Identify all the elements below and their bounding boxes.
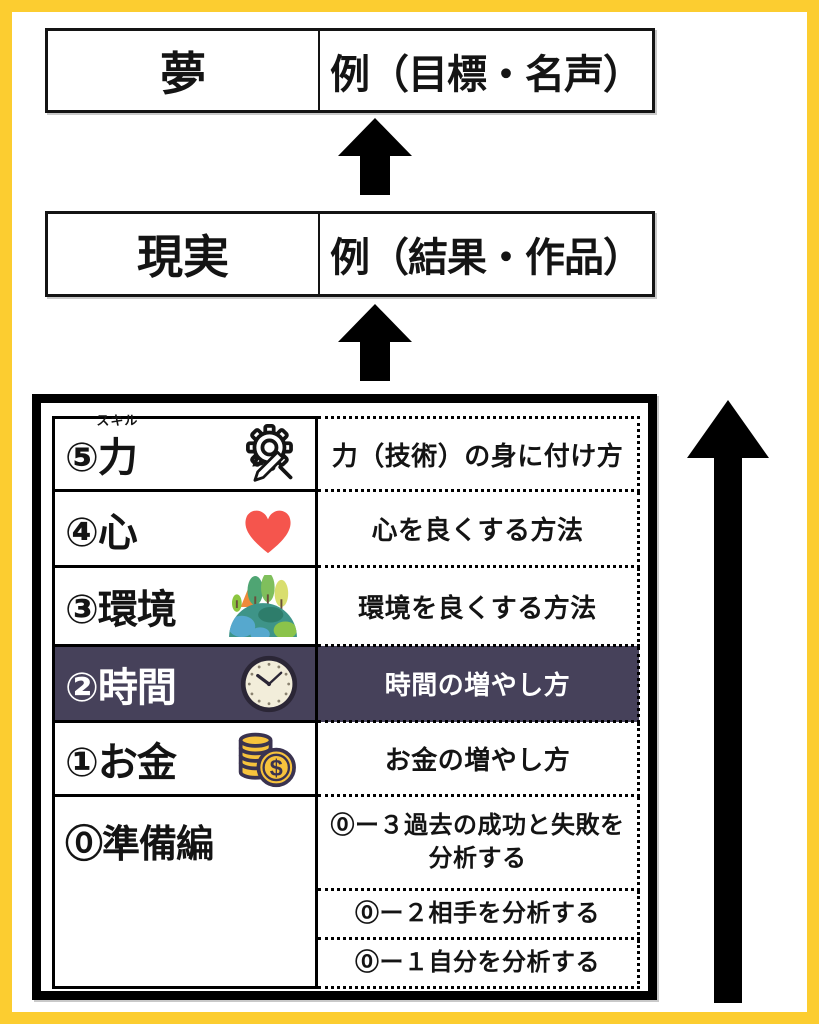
- up-arrow-head: [338, 304, 412, 342]
- reality-example: 例（結果・作品）: [330, 236, 643, 280]
- ascend-arrow-shaft: [714, 455, 742, 1003]
- environment-label: ③環境: [65, 588, 177, 632]
- table-row-heart: ④心 心を良くする方法: [52, 489, 640, 568]
- table-row-environment: ③環境: [52, 565, 640, 647]
- reality-label: 現実: [48, 214, 320, 294]
- earth-icon: [229, 575, 297, 637]
- table-row-money: ①お金 $ お金の増やし方: [52, 720, 640, 797]
- svg-text:$: $: [270, 754, 283, 780]
- up-arrow-icon: [338, 304, 412, 381]
- clock-icon: [240, 655, 298, 712]
- time-description: 時間の増やし方: [315, 644, 640, 723]
- heart-icon: [245, 510, 291, 553]
- preparation-label: ⓪準備編: [65, 824, 214, 866]
- heart-label: ④心: [65, 510, 138, 555]
- skill-furigana: スキル: [96, 413, 139, 428]
- money-label: ①お金: [65, 740, 177, 785]
- time-label-cell: ②時間: [52, 644, 318, 723]
- preparation-step-2: ⓪ー２相手を分析する: [315, 888, 640, 940]
- heart-label-cell: ④心: [52, 489, 318, 568]
- up-arrow-icon: [338, 118, 412, 195]
- skill-description: 力（技術）の身に付け方: [315, 416, 640, 492]
- table-row-preparation: ⓪準備編 ⓪ー３過去の成功と失敗を分析する: [52, 794, 640, 989]
- dream-example: 例（目標・名声）: [330, 52, 643, 97]
- time-label: ②時間: [65, 665, 177, 710]
- money-description: お金の増やし方: [315, 720, 640, 797]
- ascend-arrow-icon: [687, 400, 769, 458]
- up-arrow-shaft: [360, 156, 390, 195]
- gear-pencil-icon: [246, 424, 293, 482]
- dream-box: 夢 例（目標・名声）: [45, 28, 655, 113]
- up-arrow-shaft: [360, 342, 390, 381]
- table-row-time: ②時間 時: [52, 644, 640, 723]
- coins-icon: $: [238, 732, 296, 787]
- up-arrow-head: [338, 118, 412, 156]
- heart-description: 心を良くする方法: [315, 489, 640, 568]
- preparation-step-3: ⓪ー３過去の成功と失敗を分析する: [315, 794, 640, 891]
- preparation-step-1: ⓪ー１自分を分析する: [315, 937, 640, 989]
- preparation-label-cell: ⓪準備編: [52, 794, 318, 989]
- table-row-preparation-1: ⓪ー１自分を分析する: [54, 937, 640, 989]
- environment-description: 環境を良くする方法: [315, 565, 640, 647]
- reality-box: 現実 例（結果・作品）: [45, 211, 655, 297]
- environment-label-cell: ③環境: [52, 565, 318, 647]
- table-row-preparation-2: ⓪ー２相手を分析する: [54, 888, 640, 940]
- money-label-cell: ①お金 $: [52, 720, 318, 797]
- dream-label: 夢: [48, 31, 320, 110]
